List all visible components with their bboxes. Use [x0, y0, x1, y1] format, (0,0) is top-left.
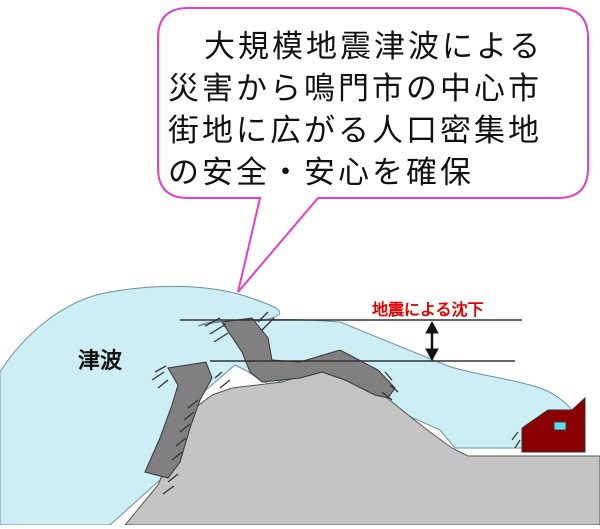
callout-line-4: の安全・安心を確保	[168, 155, 474, 191]
tsunami-label: 津波	[78, 349, 123, 374]
callout-bubble	[157, 7, 589, 293]
house-icon	[511, 396, 586, 453]
callout-line-1: 大規模地震津波による	[204, 29, 544, 65]
subsidence-arrow	[425, 320, 439, 362]
callout-line-2: 災害から鳴門市の中心市	[168, 71, 542, 107]
subsidence-label: 地震による沈下	[372, 300, 484, 319]
callout-text: 大規模地震津波による 災害から鳴門市の中心市 街地に広がる人口密集地 の安全・安…	[168, 26, 578, 194]
callout-line-3: 街地に広がる人口密集地	[168, 113, 542, 149]
seawall-upper	[221, 317, 396, 399]
seawall-lower	[144, 361, 213, 479]
